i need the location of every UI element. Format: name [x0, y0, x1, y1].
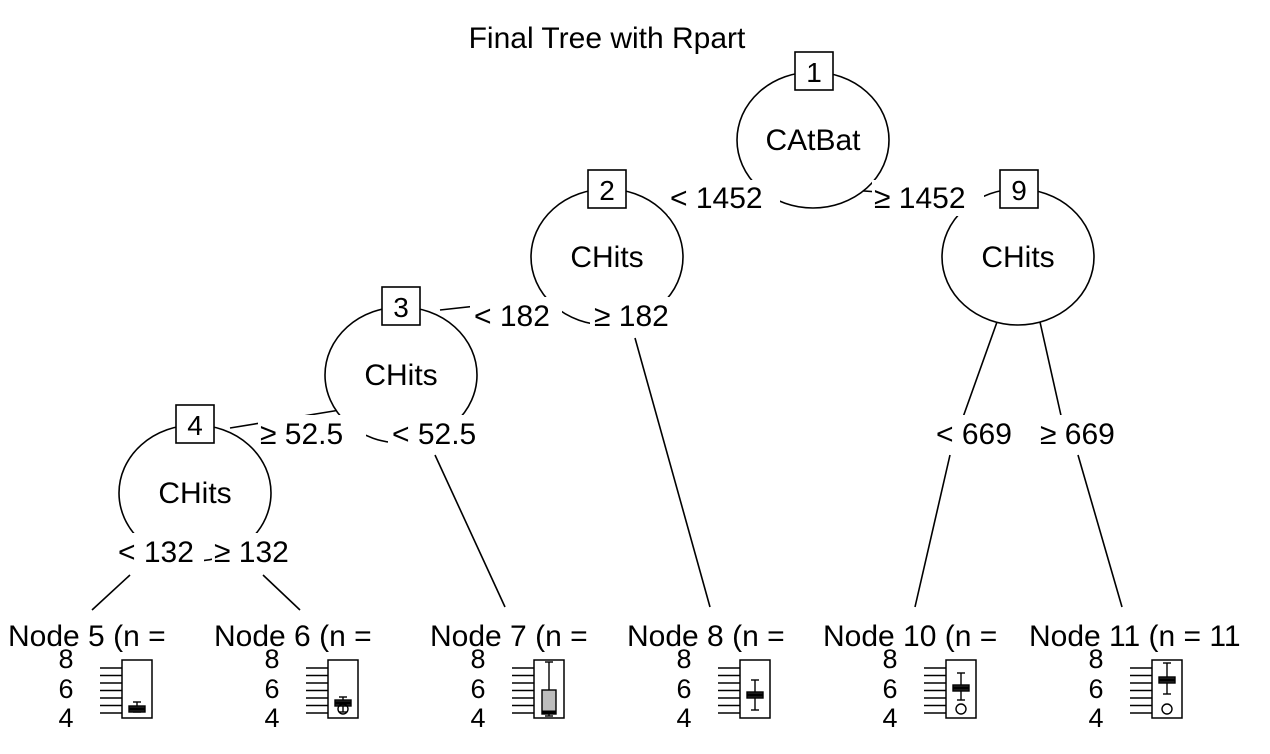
node-id-4: 4	[187, 410, 203, 441]
edge-line-9-11-top	[1039, 321, 1063, 421]
terminal-panel-2: 864	[264, 644, 359, 733]
node-label-1: CAtBat	[765, 124, 861, 157]
node-id-1: 1	[806, 57, 822, 88]
node-label-4: CHits	[158, 477, 231, 510]
terminal-title-8: Node 8 (n =	[627, 620, 785, 653]
terminal-title-clip-7: Node 7 (n =	[430, 620, 588, 653]
edge-label-clip-4: ≥ 182	[594, 300, 669, 333]
terminal-title-clip-11: Node 11 (n = 11	[1029, 620, 1241, 653]
y-tick-label: 4	[58, 703, 73, 733]
edge-label-clip-1: < 1452	[670, 182, 763, 215]
terminal-title-clip-6: Node 6 (n =	[214, 620, 372, 653]
edge-label-clip-3: < 182	[474, 300, 550, 333]
node-label-3: CHits	[364, 359, 437, 392]
y-tick-label: 8	[882, 644, 897, 674]
edge-label-clip-5: ≥ 52.5	[260, 418, 343, 451]
y-tick-label: 8	[264, 644, 279, 674]
y-tick-label: 8	[1088, 644, 1103, 674]
edge-label-clip-6: < 52.5	[392, 418, 476, 451]
y-tick-label: 6	[58, 674, 73, 704]
chart-title: Final Tree with Rpart	[469, 22, 746, 55]
y-tick-label: 8	[470, 644, 485, 674]
y-tick-label: 6	[1088, 674, 1103, 704]
y-tick-label: 6	[882, 674, 897, 704]
edge-line-9-10	[914, 454, 951, 608]
node-label-9: CHits	[981, 241, 1054, 274]
edge-label-9: < 669	[936, 418, 1012, 451]
edge-label-clip-10: ≥ 669	[1040, 418, 1115, 451]
edge-label-2: ≥ 1452	[874, 182, 966, 215]
edge-label-bg-7	[114, 533, 204, 569]
node-id-box-1	[794, 51, 834, 91]
node-label-2: CHits	[570, 241, 643, 274]
node-id-9: 9	[1011, 175, 1027, 206]
edge-label-1: < 1452	[670, 182, 763, 215]
edge-line-2-8	[634, 337, 711, 608]
edge-label-bg-2	[872, 180, 984, 216]
terminal-title-clip-10: Node 10 (n =	[823, 620, 997, 653]
edge-label-bg-8	[212, 533, 308, 569]
edge-line-4-6	[262, 574, 301, 611]
edge-label-10: ≥ 669	[1040, 418, 1115, 451]
node-id-box-4	[175, 404, 215, 444]
terminal-panel-3: 864	[470, 644, 565, 733]
y-tick-label: 6	[470, 674, 485, 704]
node-id-box-2	[587, 169, 627, 209]
edge-label-clip-9: < 669	[936, 418, 1012, 451]
edge-line-9-10-top	[961, 321, 998, 421]
boxplot-outlier	[955, 703, 967, 715]
y-tick-label: 4	[264, 703, 279, 733]
terminal-title-clip-8: Node 8 (n =	[627, 620, 785, 653]
boxplot-outlier	[1161, 703, 1173, 715]
terminal-panel-5: 864	[882, 644, 977, 733]
edge-label-bg-10	[1036, 415, 1134, 451]
terminal-panel-6: 864	[1088, 644, 1183, 733]
edge-label-bg-5	[258, 415, 366, 451]
y-tick-label: 4	[676, 703, 691, 733]
node-id-3: 3	[393, 292, 409, 323]
node-id-box-9	[999, 169, 1039, 209]
node-id-2: 2	[599, 175, 615, 206]
y-tick-label: 4	[1088, 703, 1103, 733]
y-tick-label: 4	[470, 703, 485, 733]
edge-label-bg-3	[470, 297, 562, 333]
edge-line-3-7	[434, 454, 506, 608]
edge-label-clip-7: < 132	[118, 536, 194, 569]
edge-label-bg-1	[668, 180, 780, 216]
edge-label-bg-6	[388, 415, 496, 451]
y-tick-label: 6	[676, 674, 691, 704]
terminal-title-11: Node 11 (n = 11	[1029, 620, 1241, 653]
edge-label-4: ≥ 182	[594, 300, 669, 333]
edge-label-6: < 52.5	[392, 418, 476, 451]
terminal-title-5: Node 5 (n =	[8, 620, 166, 653]
boxplot-frame	[121, 659, 153, 719]
y-tick-label: 8	[676, 644, 691, 674]
edge-label-5: ≥ 52.5	[260, 418, 343, 451]
edge-label-7: < 132	[118, 536, 194, 569]
edge-line-4-5	[91, 574, 131, 611]
edge-line-9-11	[1077, 454, 1123, 608]
edge-label-bg-4	[590, 297, 688, 333]
edge-label-clip-8: ≥ 132	[214, 536, 289, 569]
edge-label-bg-9	[934, 415, 1028, 451]
edge-label-8: ≥ 132	[214, 536, 289, 569]
edge-label-3: < 182	[474, 300, 550, 333]
node-id-box-3	[381, 286, 421, 326]
edge-label-clip-2: ≥ 1452	[874, 182, 966, 215]
terminal-title-7: Node 7 (n =	[430, 620, 588, 653]
terminal-title-clip-5: Node 5 (n =	[8, 620, 166, 653]
y-tick-label: 8	[58, 644, 73, 674]
y-tick-label: 6	[264, 674, 279, 704]
boxplot-outlier	[337, 703, 349, 715]
boxplot-box	[541, 689, 557, 715]
terminal-panel-4: 864	[676, 644, 771, 733]
terminal-panel-1: 864	[58, 644, 153, 733]
y-tick-label: 4	[882, 703, 897, 733]
terminal-title-6: Node 6 (n =	[214, 620, 372, 653]
terminal-title-10: Node 10 (n =	[823, 620, 997, 653]
